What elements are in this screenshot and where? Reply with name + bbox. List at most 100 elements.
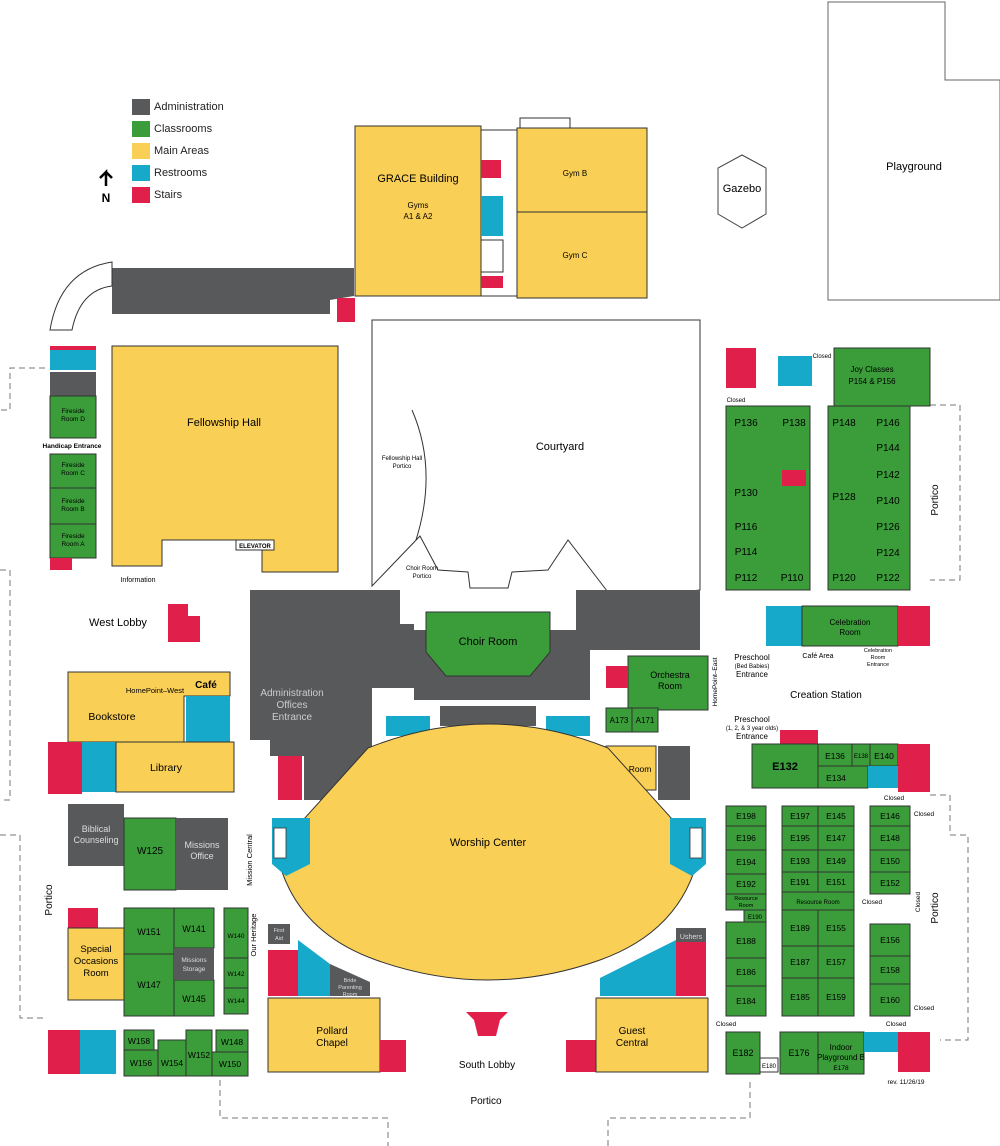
room-e156	[869, 923, 911, 957]
legend-item-restrooms: Restrooms	[132, 162, 224, 184]
room-e182	[725, 1031, 761, 1075]
closed-label-4: Closed	[862, 899, 883, 906]
portico-east-top-label: Portico	[930, 484, 941, 516]
room-e159	[817, 977, 855, 1017]
fellowship-hall	[111, 345, 339, 573]
e151-label: E151	[826, 877, 846, 887]
celebration-entrance-label-3: Entrance	[867, 662, 889, 668]
room-w145	[173, 979, 215, 1017]
p130-label: P130	[734, 488, 758, 499]
choir-room-label: Choir Room	[459, 636, 518, 648]
room-e157	[817, 945, 855, 979]
pollard-label-2: Chapel	[316, 1038, 348, 1049]
west-stairs-top	[50, 346, 96, 350]
room-w142	[223, 957, 249, 989]
e176-label: E176	[788, 1048, 809, 1058]
fireside-d-label-1: Fireside	[61, 408, 85, 415]
choir-room	[425, 611, 551, 677]
orchestra-label-2: Room	[658, 681, 682, 691]
e190-label: E190	[748, 915, 763, 921]
e160-label: E160	[880, 995, 900, 1005]
w158-label: W158	[128, 1036, 150, 1046]
room-e160	[869, 983, 911, 1017]
sw-restroom	[80, 1030, 116, 1074]
fireside-c-label-1: Fireside	[61, 462, 85, 469]
orchestra-stairs	[606, 666, 628, 688]
worship-elevator-east	[689, 827, 703, 859]
p110-label: P110	[781, 573, 804, 584]
bride-label-3: Room	[343, 992, 358, 998]
playground-area	[827, 1, 1000, 301]
e157-label: E157	[826, 957, 846, 967]
ushers-room	[676, 928, 706, 942]
celebration-stairs	[898, 606, 930, 646]
e152-label: E152	[880, 878, 900, 888]
e134-label: E134	[826, 773, 846, 783]
revision-label: rev. 11/26/19	[888, 1079, 925, 1086]
bride-label-2: Parenting	[338, 985, 362, 991]
p136-label: P136	[734, 418, 758, 429]
legend-swatch	[132, 165, 150, 181]
ne-stairs	[726, 348, 756, 388]
e196-label: E196	[736, 833, 756, 843]
life-room-label: Life Room	[613, 764, 652, 774]
p126-label: P126	[876, 522, 900, 533]
p120-label: P120	[832, 573, 856, 584]
e140-label: E140	[874, 751, 894, 761]
curved-corridor	[49, 261, 113, 331]
admin-entrance-label-3: Entrance	[272, 712, 312, 723]
legend-item-classrooms: Classrooms	[132, 118, 224, 140]
portico-south-label: Portico	[470, 1096, 502, 1107]
e132-stairs	[780, 730, 818, 744]
bookstore-label: Bookstore	[88, 711, 135, 723]
legend-label: Classrooms	[154, 123, 213, 135]
room-e176	[779, 1031, 819, 1075]
room-e158	[869, 955, 911, 985]
e155-label: E155	[826, 923, 846, 933]
missions-storage-label-1: Missions	[181, 957, 207, 964]
e159-label: E159	[826, 992, 846, 1002]
cafe-restroom	[186, 696, 230, 742]
indoor-playground-b	[817, 1031, 865, 1075]
fellowship-hall-label: Fellowship Hall	[187, 417, 261, 429]
preschool-b-label-1: Preschool	[734, 715, 770, 724]
playground-label: Playground	[886, 161, 942, 173]
fireside-d-label-2: Room D	[61, 416, 85, 423]
celebration-entrance-label-2: Room	[871, 655, 886, 661]
creation-station-label: Creation Station	[790, 690, 862, 701]
missions-label-1: Missions	[184, 840, 220, 850]
south-east-restroom	[600, 940, 676, 996]
gym-b-label: Gym B	[563, 169, 587, 178]
room-w144	[223, 987, 249, 1015]
library	[115, 741, 235, 793]
closed-label-9: Closed	[716, 1021, 737, 1028]
w154-label: W154	[161, 1058, 183, 1068]
library-stairs	[48, 742, 82, 794]
cafe-area-label: Café Area	[802, 653, 833, 660]
room-w141	[173, 907, 215, 949]
grace-building-label: GRACE Building	[377, 173, 458, 185]
bride-parenting-room	[330, 964, 370, 996]
w140-label: W140	[228, 933, 245, 940]
e158-label: E158	[880, 965, 900, 975]
fireside-room-a	[49, 523, 97, 559]
e156-label: E156	[880, 935, 900, 945]
p122-label: P122	[876, 573, 900, 584]
bride-label-1: Bride	[344, 978, 357, 984]
elevator-label: ELEVATOR	[239, 544, 271, 550]
center-restroom-west	[386, 716, 430, 736]
west-lobby-label: West Lobby	[89, 617, 147, 629]
legend-swatch	[132, 143, 150, 159]
room-w140	[223, 907, 249, 959]
pollard-stairs	[380, 1040, 406, 1072]
legend-item-main-areas: Main Areas	[132, 140, 224, 162]
e148-label: E148	[880, 833, 900, 843]
north-stairs	[337, 298, 355, 322]
a171-label: A171	[636, 716, 655, 725]
e134-restroom	[868, 766, 898, 788]
guest-label-1: Guest	[619, 1026, 646, 1037]
e146-label: E146	[880, 811, 900, 821]
fireside-room-d	[49, 395, 97, 439]
biblical-label-1: Biblical	[82, 824, 111, 834]
room-e180	[759, 1057, 779, 1073]
